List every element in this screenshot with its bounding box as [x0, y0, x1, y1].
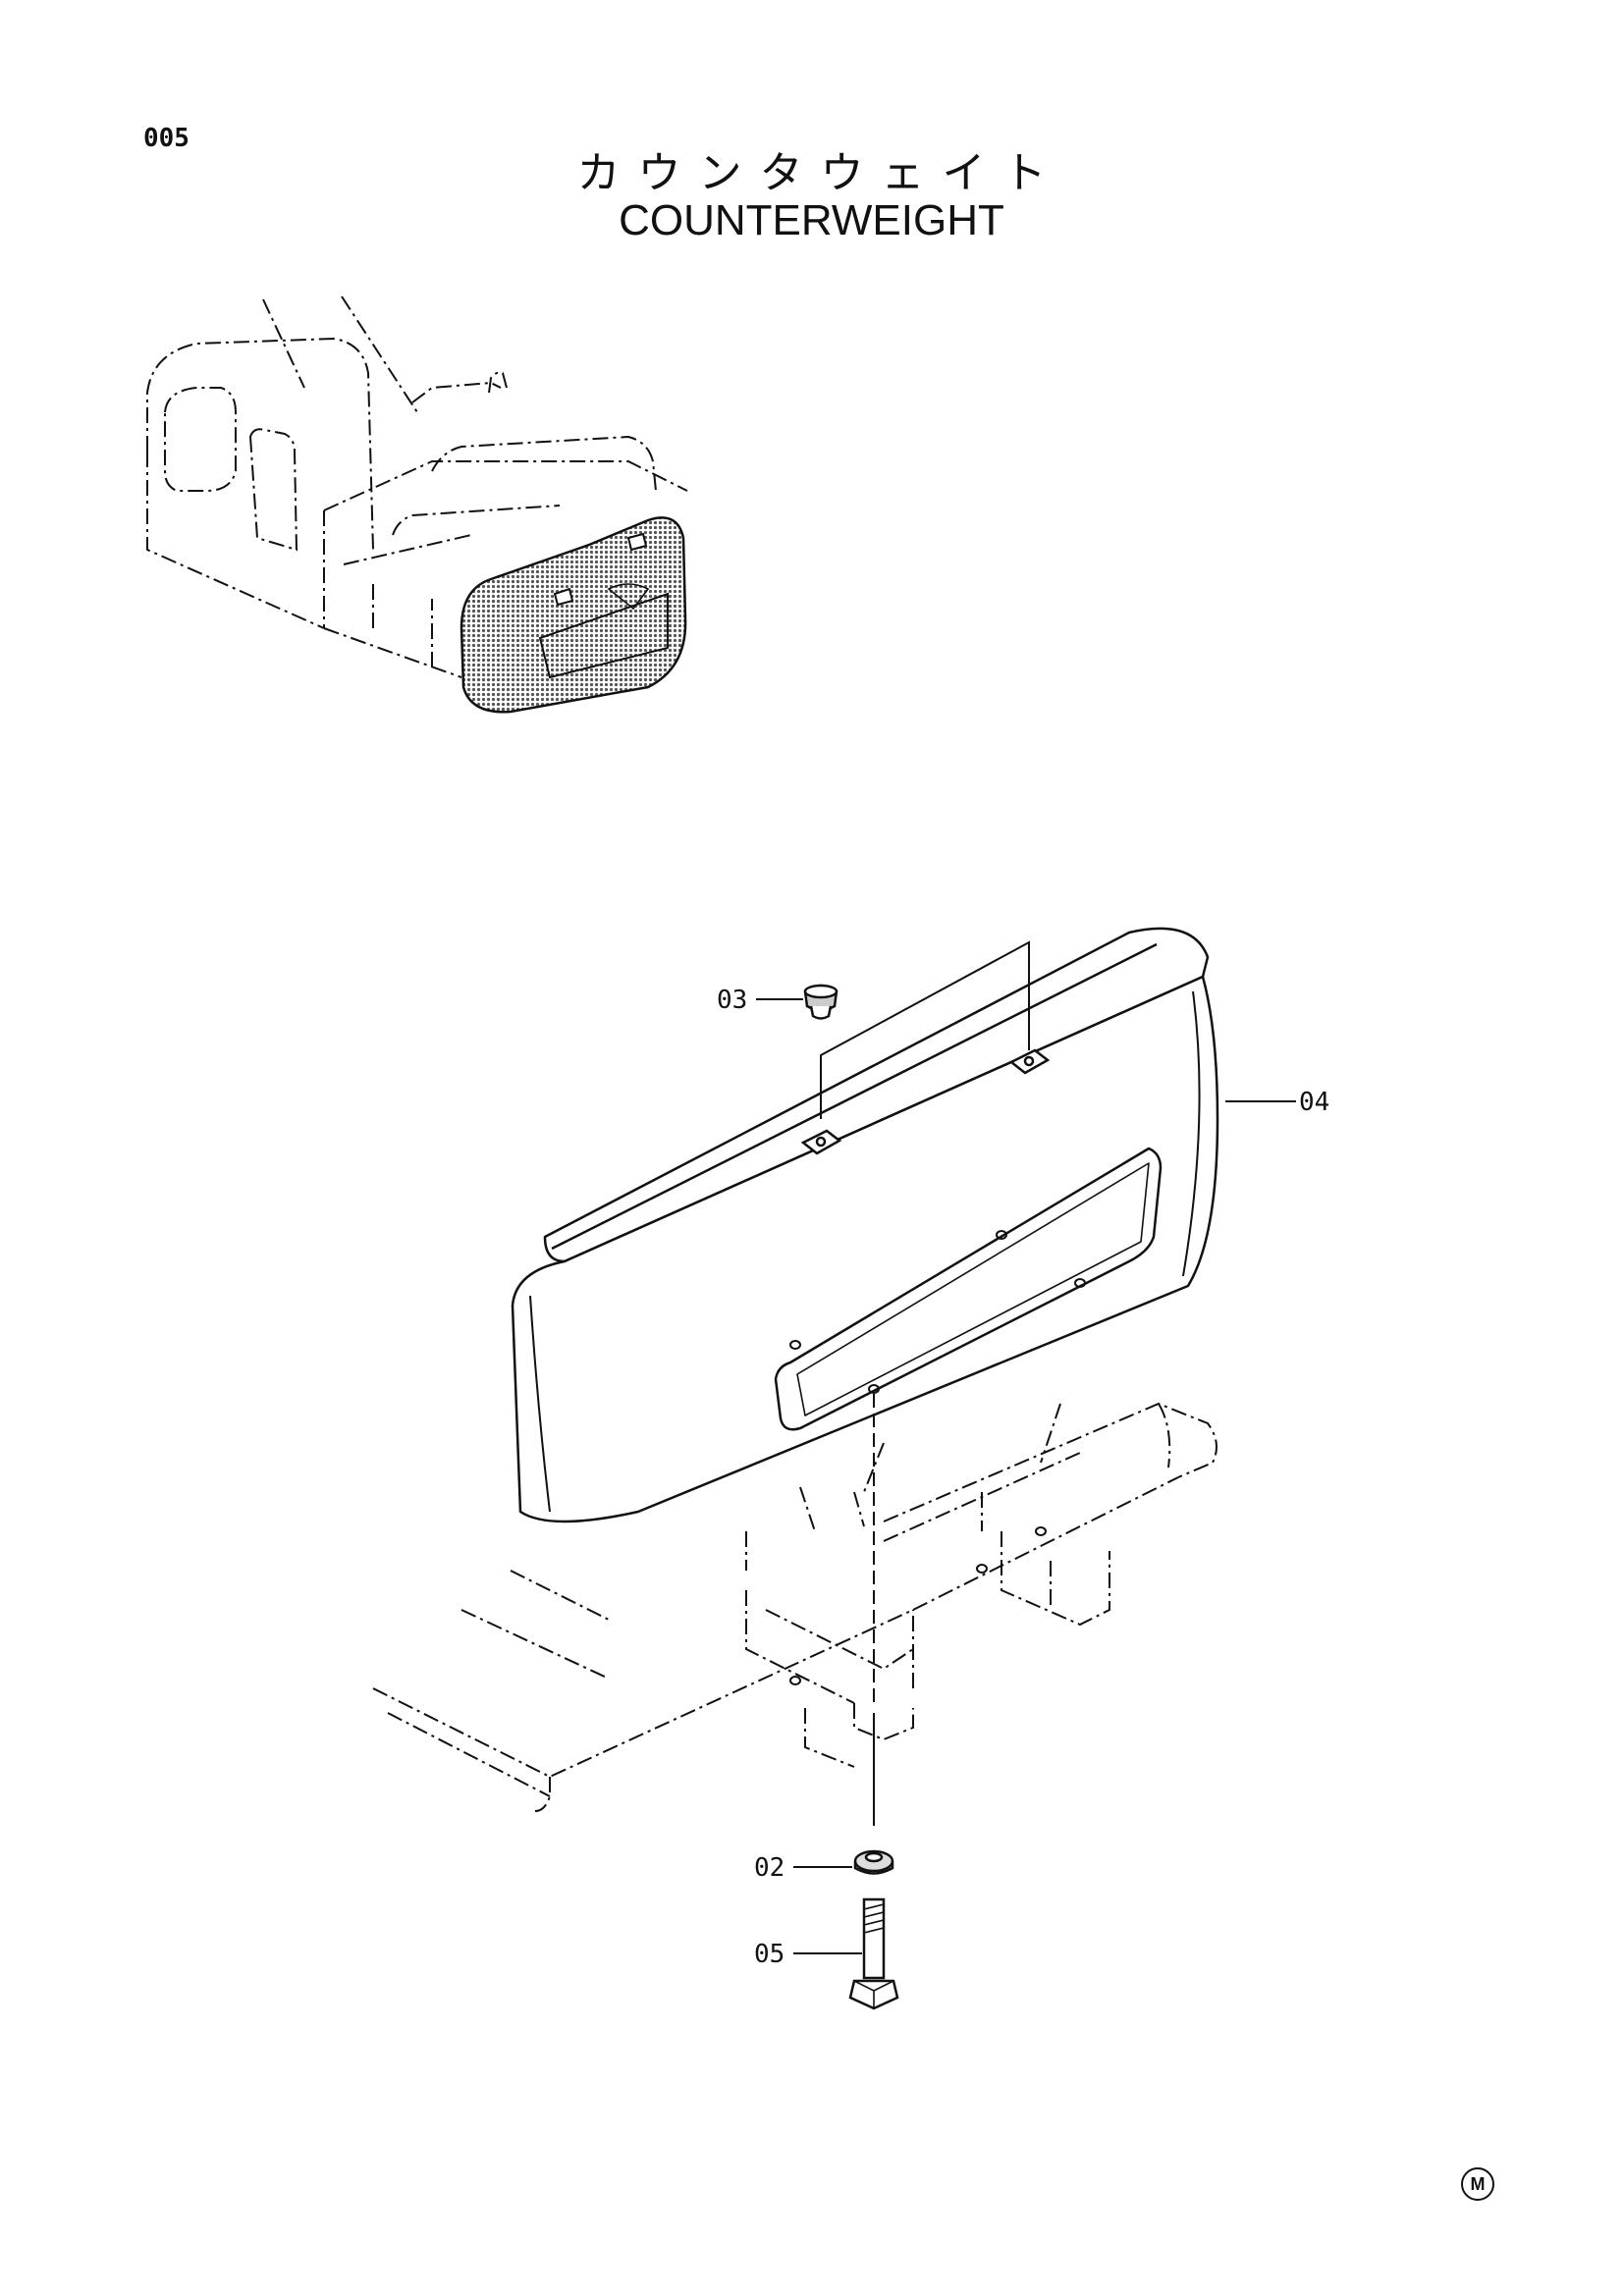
frame-chassis: [372, 1402, 1217, 1812]
cap-part: [803, 984, 839, 1020]
washer-part: [853, 1849, 894, 1875]
bolt-part: [848, 1897, 899, 2010]
title-japanese: カウンタウェイト: [576, 148, 1064, 198]
circled-m-mark: M: [1461, 2167, 1494, 2201]
front-holes: [789, 1230, 1086, 1394]
frame-pins: [789, 1526, 1047, 1685]
callout-04: 04: [1299, 1088, 1330, 1117]
machine-overview-illustration: [146, 295, 688, 687]
cap-centerlines: [820, 940, 1030, 1119]
callout-03: 03: [717, 986, 748, 1015]
counterweight-body: [511, 927, 1219, 1523]
cap-socket-right: [1008, 1048, 1051, 1075]
highlighted-counterweight-overview: [460, 516, 687, 714]
callout-02: 02: [754, 1853, 785, 1883]
cap-socket-left: [800, 1129, 842, 1155]
callout-05: 05: [754, 1940, 785, 1969]
page-number: 005: [143, 124, 189, 153]
title-english: COUNTERWEIGHT: [619, 196, 1004, 244]
leader-lines: [756, 998, 1296, 1954]
